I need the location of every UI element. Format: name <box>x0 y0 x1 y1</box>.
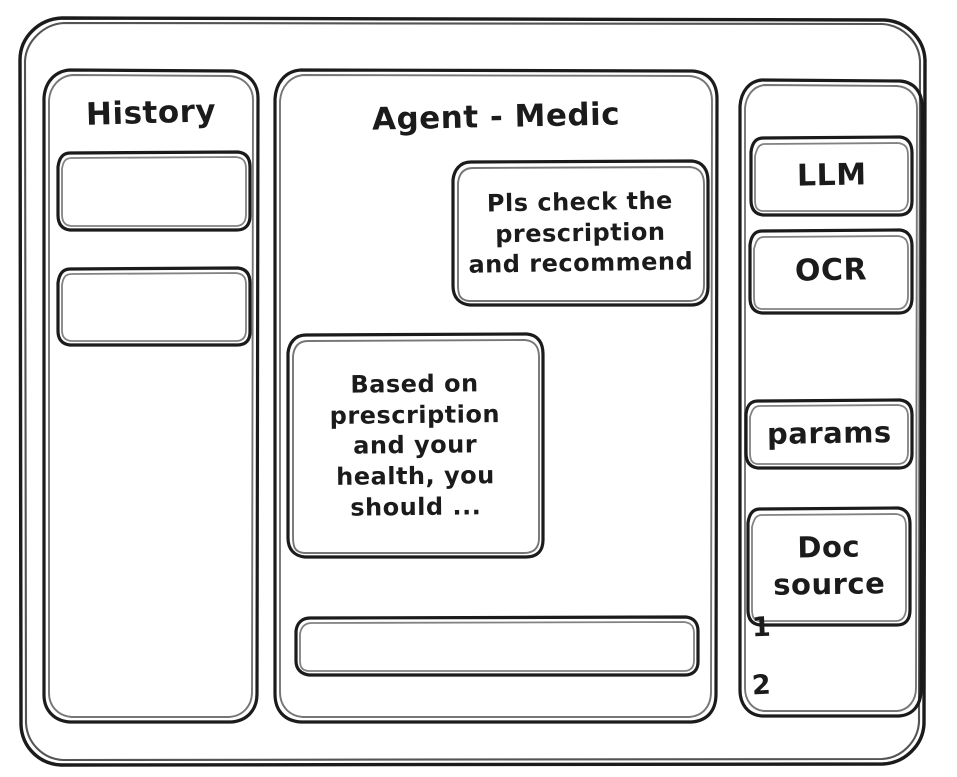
history-title-text: History <box>85 93 217 133</box>
chat-message-user: Pls check the prescription and recommend <box>453 161 708 305</box>
doc-source-item-label: 2 <box>751 669 773 702</box>
doc-source-box[interactable]: Doc source <box>748 508 910 625</box>
assistant-message-text: Based on prescription and your health, y… <box>329 369 501 522</box>
page-title: Agent - Medic <box>275 96 717 140</box>
doc-source-label: Doc source <box>773 529 886 603</box>
agent-title-text: Agent - Medic <box>371 96 621 138</box>
tool-params-label: params <box>766 415 892 452</box>
tool-llm-label: LLM <box>796 157 867 194</box>
doc-source-list-item[interactable]: 2 <box>751 668 792 704</box>
history-list-item[interactable] <box>58 152 250 230</box>
tool-ocr-label: OCR <box>794 252 868 289</box>
doc-source-list-item[interactable]: 1 <box>751 610 792 646</box>
tool-button-llm[interactable]: LLM <box>751 137 912 215</box>
history-list-item[interactable] <box>58 268 250 346</box>
doc-source-item-label: 1 <box>751 611 772 644</box>
chat-message-assistant: Based on prescription and your health, y… <box>288 334 543 558</box>
tool-button-ocr[interactable]: OCR <box>750 230 912 313</box>
tool-button-params[interactable]: params <box>746 400 912 468</box>
message-input[interactable] <box>296 617 698 675</box>
history-panel-title: History <box>44 92 258 136</box>
user-message-text: Pls check the prescription and recommend <box>468 186 694 280</box>
